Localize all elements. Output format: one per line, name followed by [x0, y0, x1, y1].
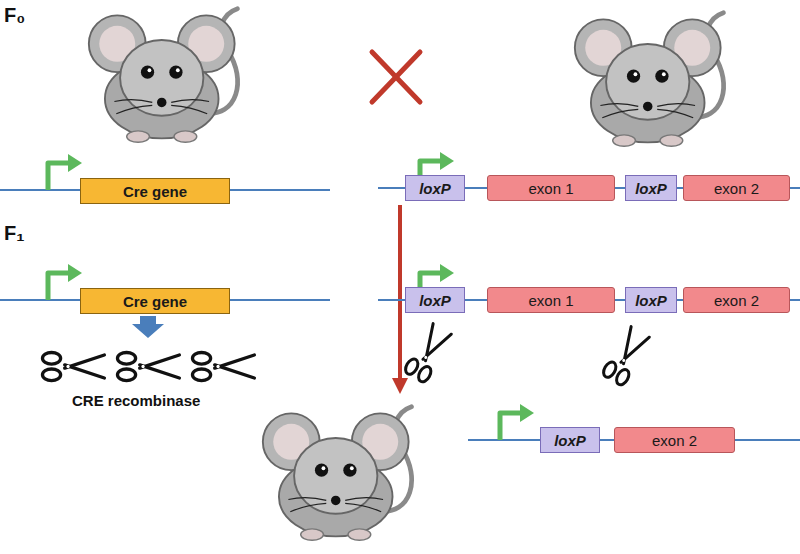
loxp-site-box: loxP	[540, 427, 600, 453]
dna-strand	[465, 188, 487, 189]
box-text: loxP	[419, 292, 451, 309]
box-text: loxP	[635, 292, 667, 309]
loxp-site-box: loxP	[405, 175, 465, 201]
exon-box: exon 1	[487, 287, 615, 313]
dna-strand	[465, 300, 487, 301]
dna-strand	[600, 440, 614, 441]
box-text: Cre gene	[123, 183, 187, 200]
loxp-site-box: loxP	[625, 287, 677, 313]
box-text: exon 2	[714, 292, 759, 309]
exon-box: exon 2	[683, 287, 790, 313]
dna-strand	[615, 188, 625, 189]
cre-gene-box: Cre gene	[80, 178, 230, 204]
generation-label: F₀	[4, 4, 25, 27]
box-text: exon 1	[528, 292, 573, 309]
exon-box: exon 1	[487, 175, 615, 201]
generation-label: F₁	[4, 222, 25, 245]
dna-strand	[615, 300, 625, 301]
box-text: exon 2	[652, 432, 697, 449]
enzyme-label: CRE recombinase	[72, 392, 200, 409]
box-text: loxP	[635, 180, 667, 197]
box-text: exon 1	[528, 180, 573, 197]
box-text: Cre gene	[123, 293, 187, 310]
loxp-site-box: loxP	[405, 287, 465, 313]
box-text: exon 2	[714, 180, 759, 197]
cre-gene-box: Cre gene	[80, 288, 230, 314]
box-text: loxP	[419, 180, 451, 197]
box-text: loxP	[554, 432, 586, 449]
exon-box: exon 2	[614, 427, 735, 453]
loxp-site-box: loxP	[625, 175, 677, 201]
exon-box: exon 2	[683, 175, 790, 201]
